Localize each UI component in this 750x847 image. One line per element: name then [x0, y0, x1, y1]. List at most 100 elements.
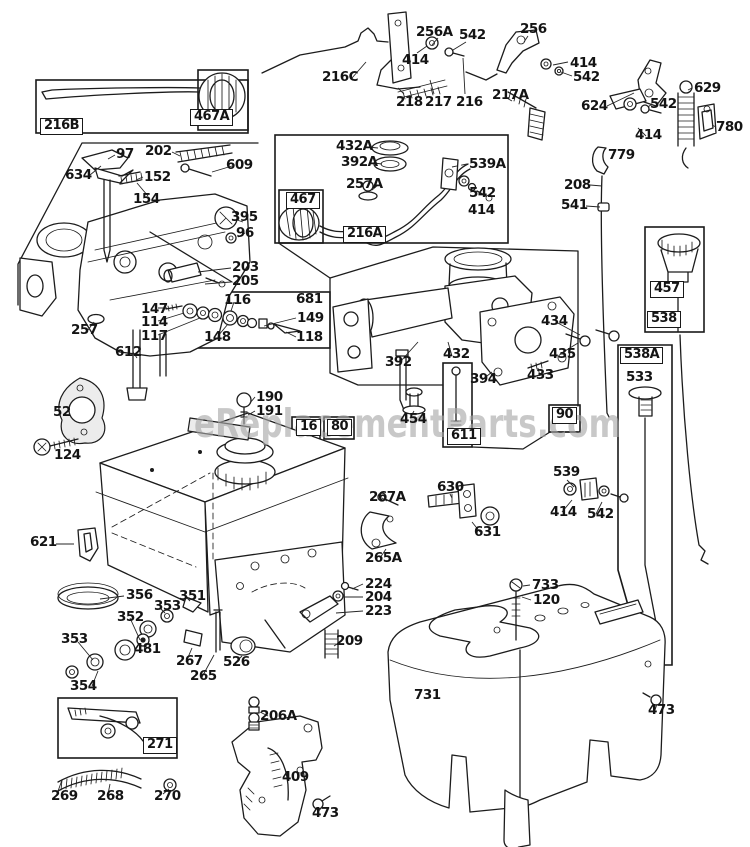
- part-label-454: 454: [400, 411, 427, 427]
- fuel-pipe-assembly-216B: [41, 72, 246, 120]
- part-label-223: 223: [365, 603, 392, 619]
- grommets-and-fasteners: [57, 581, 359, 679]
- part-label-631: 631: [474, 524, 501, 540]
- part-label-733: 733: [532, 577, 559, 593]
- box-271: [57, 697, 178, 759]
- part-label-432A: 432A: [336, 138, 373, 154]
- part-label-630: 630: [437, 479, 464, 495]
- part-label-473: 473: [648, 702, 675, 718]
- part-label-148: 148: [204, 329, 231, 345]
- part-label-204: 204: [365, 589, 392, 605]
- part-label-394: 394: [470, 371, 497, 387]
- part-label-414: 414: [468, 202, 495, 218]
- part-label-621: 621: [30, 534, 57, 550]
- part-label-351: 351: [179, 588, 206, 604]
- part-label-217A: 217A: [492, 87, 529, 103]
- part-label-432: 432: [443, 346, 470, 362]
- part-label-541: 541: [561, 197, 588, 213]
- part-label-191: 191: [256, 403, 283, 419]
- part-label-205: 205: [232, 273, 259, 289]
- part-label-467: 467: [286, 192, 320, 209]
- part-label-542: 542: [469, 185, 496, 201]
- part-label-116: 116: [224, 292, 251, 308]
- part-label-392: 392: [385, 354, 412, 370]
- box-467: [278, 189, 324, 244]
- intake-manifold-pump: [332, 247, 620, 441]
- part-label-612: 612: [115, 344, 142, 360]
- part-label-409: 409: [282, 769, 309, 785]
- leader-lines: [56, 35, 717, 813]
- blower-housing: [387, 578, 666, 847]
- part-label-147: 147: [141, 301, 168, 317]
- part-label-97: 97: [116, 146, 134, 162]
- part-label-203: 203: [232, 259, 259, 275]
- part-label-114: 114: [141, 314, 168, 330]
- part-label-414: 414: [570, 55, 597, 71]
- part-label-779: 779: [608, 147, 635, 163]
- part-label-257A: 257A: [346, 176, 383, 192]
- part-label-216B: 216B: [40, 118, 84, 135]
- box-457-538: [644, 226, 705, 333]
- part-label-629: 629: [694, 80, 721, 96]
- box-80: [323, 416, 355, 440]
- part-label-216A: 216A: [343, 226, 387, 243]
- part-label-392A: 392A: [341, 154, 378, 170]
- part-label-542: 542: [650, 96, 677, 112]
- part-label-217: 217: [425, 94, 452, 110]
- part-label-216C: 216C: [322, 69, 359, 85]
- part-label-433: 433: [527, 367, 554, 383]
- part-label-267A: 267A: [369, 489, 406, 505]
- part-label-435: 435: [549, 346, 576, 362]
- part-label-434: 434: [541, 313, 568, 329]
- box-90: [548, 404, 581, 433]
- part-label-257: 257: [71, 322, 98, 338]
- part-label-124: 124: [54, 447, 81, 463]
- part-label-539A: 539A: [469, 156, 506, 172]
- part-label-117: 117: [141, 328, 168, 344]
- part-label-154: 154: [133, 191, 160, 207]
- part-label-538A: 538A: [620, 347, 664, 364]
- part-label-356: 356: [126, 587, 153, 603]
- part-label-526: 526: [223, 654, 250, 670]
- part-label-354: 354: [70, 678, 97, 694]
- part-label-209: 209: [336, 633, 363, 649]
- gasket-and-screw: [33, 377, 106, 456]
- part-label-457: 457: [650, 281, 684, 298]
- part-label-80: 80: [327, 419, 353, 436]
- part-label-202: 202: [145, 143, 172, 159]
- part-label-224: 224: [365, 576, 392, 592]
- part-label-208: 208: [564, 177, 591, 193]
- part-label-414: 414: [402, 52, 429, 68]
- part-label-542: 542: [587, 506, 614, 522]
- part-label-120: 120: [533, 592, 560, 608]
- part-label-539: 539: [553, 464, 580, 480]
- part-label-467A: 467A: [190, 109, 234, 126]
- control-bracket-409: [231, 696, 331, 837]
- part-label-609: 609: [226, 157, 253, 173]
- part-label-353: 353: [61, 631, 88, 647]
- carb-float-and-pipe-216A: [278, 140, 493, 247]
- part-label-265: 265: [190, 668, 217, 684]
- box-611: [442, 362, 473, 448]
- needle-seat-parts-681: [165, 303, 301, 334]
- part-label-118: 118: [296, 329, 323, 345]
- part-label-256: 256: [520, 21, 547, 37]
- part-label-634: 634: [65, 167, 92, 183]
- link-arm-cluster: [360, 477, 629, 550]
- part-label-414: 414: [635, 127, 662, 143]
- part-label-90: 90: [552, 407, 578, 424]
- part-label-149: 149: [297, 310, 324, 326]
- part-label-216: 216: [456, 94, 483, 110]
- part-label-269: 269: [51, 788, 78, 804]
- part-label-624: 624: [581, 98, 608, 114]
- part-label-270: 270: [154, 788, 181, 804]
- part-label-256A: 256A: [416, 24, 453, 40]
- part-label-352: 352: [117, 609, 144, 625]
- part-label-206A: 206A: [260, 708, 297, 724]
- part-label-96: 96: [236, 225, 254, 241]
- part-label-611: 611: [447, 428, 481, 445]
- part-label-265A: 265A: [365, 550, 402, 566]
- part-label-542: 542: [459, 27, 486, 43]
